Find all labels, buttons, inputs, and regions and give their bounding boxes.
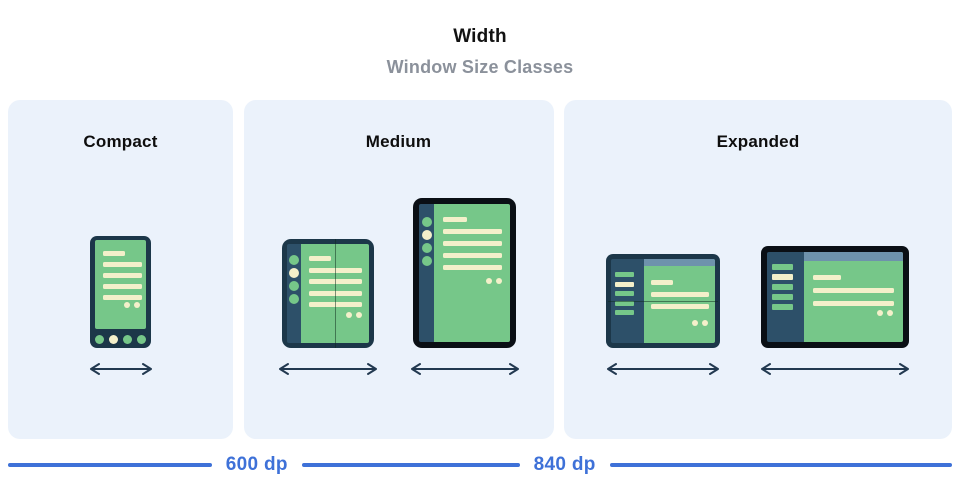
tablet-action-dots (486, 278, 502, 284)
tablet-nav-rail (419, 204, 434, 342)
axis-line-segment (609, 462, 952, 468)
diagram-subtitle: Window Size Classes (386, 57, 574, 77)
width-arrow-icon (89, 363, 152, 375)
desktop-sidebar (767, 252, 804, 342)
desktop-text-skeleton (813, 275, 894, 306)
tablet-screen (434, 204, 510, 342)
desktop-landscape-icon (761, 246, 909, 348)
device-wrap-desktop (759, 246, 911, 376)
panel-compact-title: Compact (83, 132, 158, 151)
phone-text-skeleton (103, 251, 142, 300)
tablet-landscape-text-skeleton (651, 280, 709, 309)
width-arrow-icon (278, 363, 377, 375)
panel-compact: Compact (8, 100, 233, 439)
foldable-nav-rail (286, 244, 301, 343)
tablet-portrait-icon (413, 198, 516, 348)
panel-compact-devices (8, 236, 233, 376)
device-wrap-tablet-landscape (605, 254, 721, 376)
foldable-hinge-line (334, 239, 336, 348)
width-arrow-icon (607, 363, 719, 375)
width-arrow-icon (761, 363, 909, 375)
breakpoint-600dp-label: 600 dp (225, 454, 288, 475)
panel-medium-title: Medium (365, 132, 432, 151)
tablet-text-skeleton (443, 217, 502, 270)
desktop-action-dots (877, 310, 893, 316)
foldable-screen (300, 239, 369, 348)
tablet-landscape-icon (606, 254, 720, 348)
diagram-header: Width Window Size Classes (0, 26, 960, 78)
phone-screen (95, 240, 146, 329)
phone-action-dots (124, 302, 140, 308)
diagram-title: Width (453, 26, 507, 47)
axis-line-segment (8, 462, 212, 468)
tablet-landscape-topbar (644, 259, 715, 266)
panel-expanded-devices (564, 246, 952, 376)
device-wrap-foldable (277, 239, 379, 376)
panel-medium: Medium (243, 100, 554, 439)
phone-nav-bar (90, 334, 151, 344)
breakpoint-840dp-label: 840 dp (533, 454, 596, 475)
device-wrap-tablet-portrait (409, 198, 521, 376)
width-arrow-icon (410, 363, 519, 375)
axis-line-segment (301, 462, 520, 468)
tablet-landscape-hinge-line (608, 301, 718, 303)
foldable-open-icon (281, 239, 374, 348)
panel-expanded: Expanded (564, 100, 952, 439)
breakpoint-axis: 600 dp 840 dp (8, 451, 952, 479)
desktop-screen (804, 252, 903, 342)
tablet-landscape-action-dots (692, 320, 708, 326)
panel-medium-devices (244, 198, 554, 376)
device-wrap-phone (88, 236, 154, 376)
size-class-panels: Compact (8, 100, 952, 439)
phone-portrait-icon (90, 236, 151, 348)
panel-expanded-title: Expanded (716, 132, 800, 151)
foldable-action-dots (345, 312, 362, 318)
desktop-topbar (804, 252, 903, 261)
